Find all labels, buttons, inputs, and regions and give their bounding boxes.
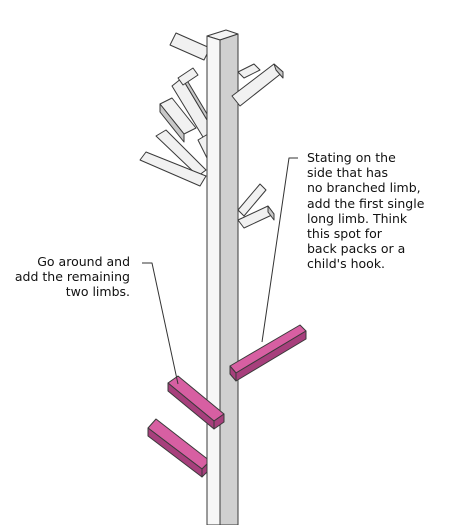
annotation-remaining-limbs: Go around and add the remaining two limb… xyxy=(14,254,130,300)
upper-left-branches xyxy=(139,32,223,187)
post-side xyxy=(219,33,239,525)
branch-right-top-stub xyxy=(237,63,261,79)
annotation-first-limb: Stating on the side that has no branched… xyxy=(307,150,425,272)
callout-leaders xyxy=(142,157,298,385)
branch-top-left xyxy=(169,32,211,61)
branch-horizontal-lower xyxy=(139,151,207,187)
leader-left xyxy=(142,262,179,385)
upper-right-branches xyxy=(231,63,284,229)
branch-diagonal-lower xyxy=(155,129,207,177)
branch-stub-upper xyxy=(177,67,199,86)
central-post xyxy=(206,29,239,525)
limb-right-first xyxy=(229,324,307,382)
leader-right xyxy=(261,157,298,343)
limb-lower-left xyxy=(147,418,211,478)
limb-middle-left xyxy=(167,375,225,430)
post-front xyxy=(206,35,221,525)
branch-right-mid xyxy=(237,183,267,217)
